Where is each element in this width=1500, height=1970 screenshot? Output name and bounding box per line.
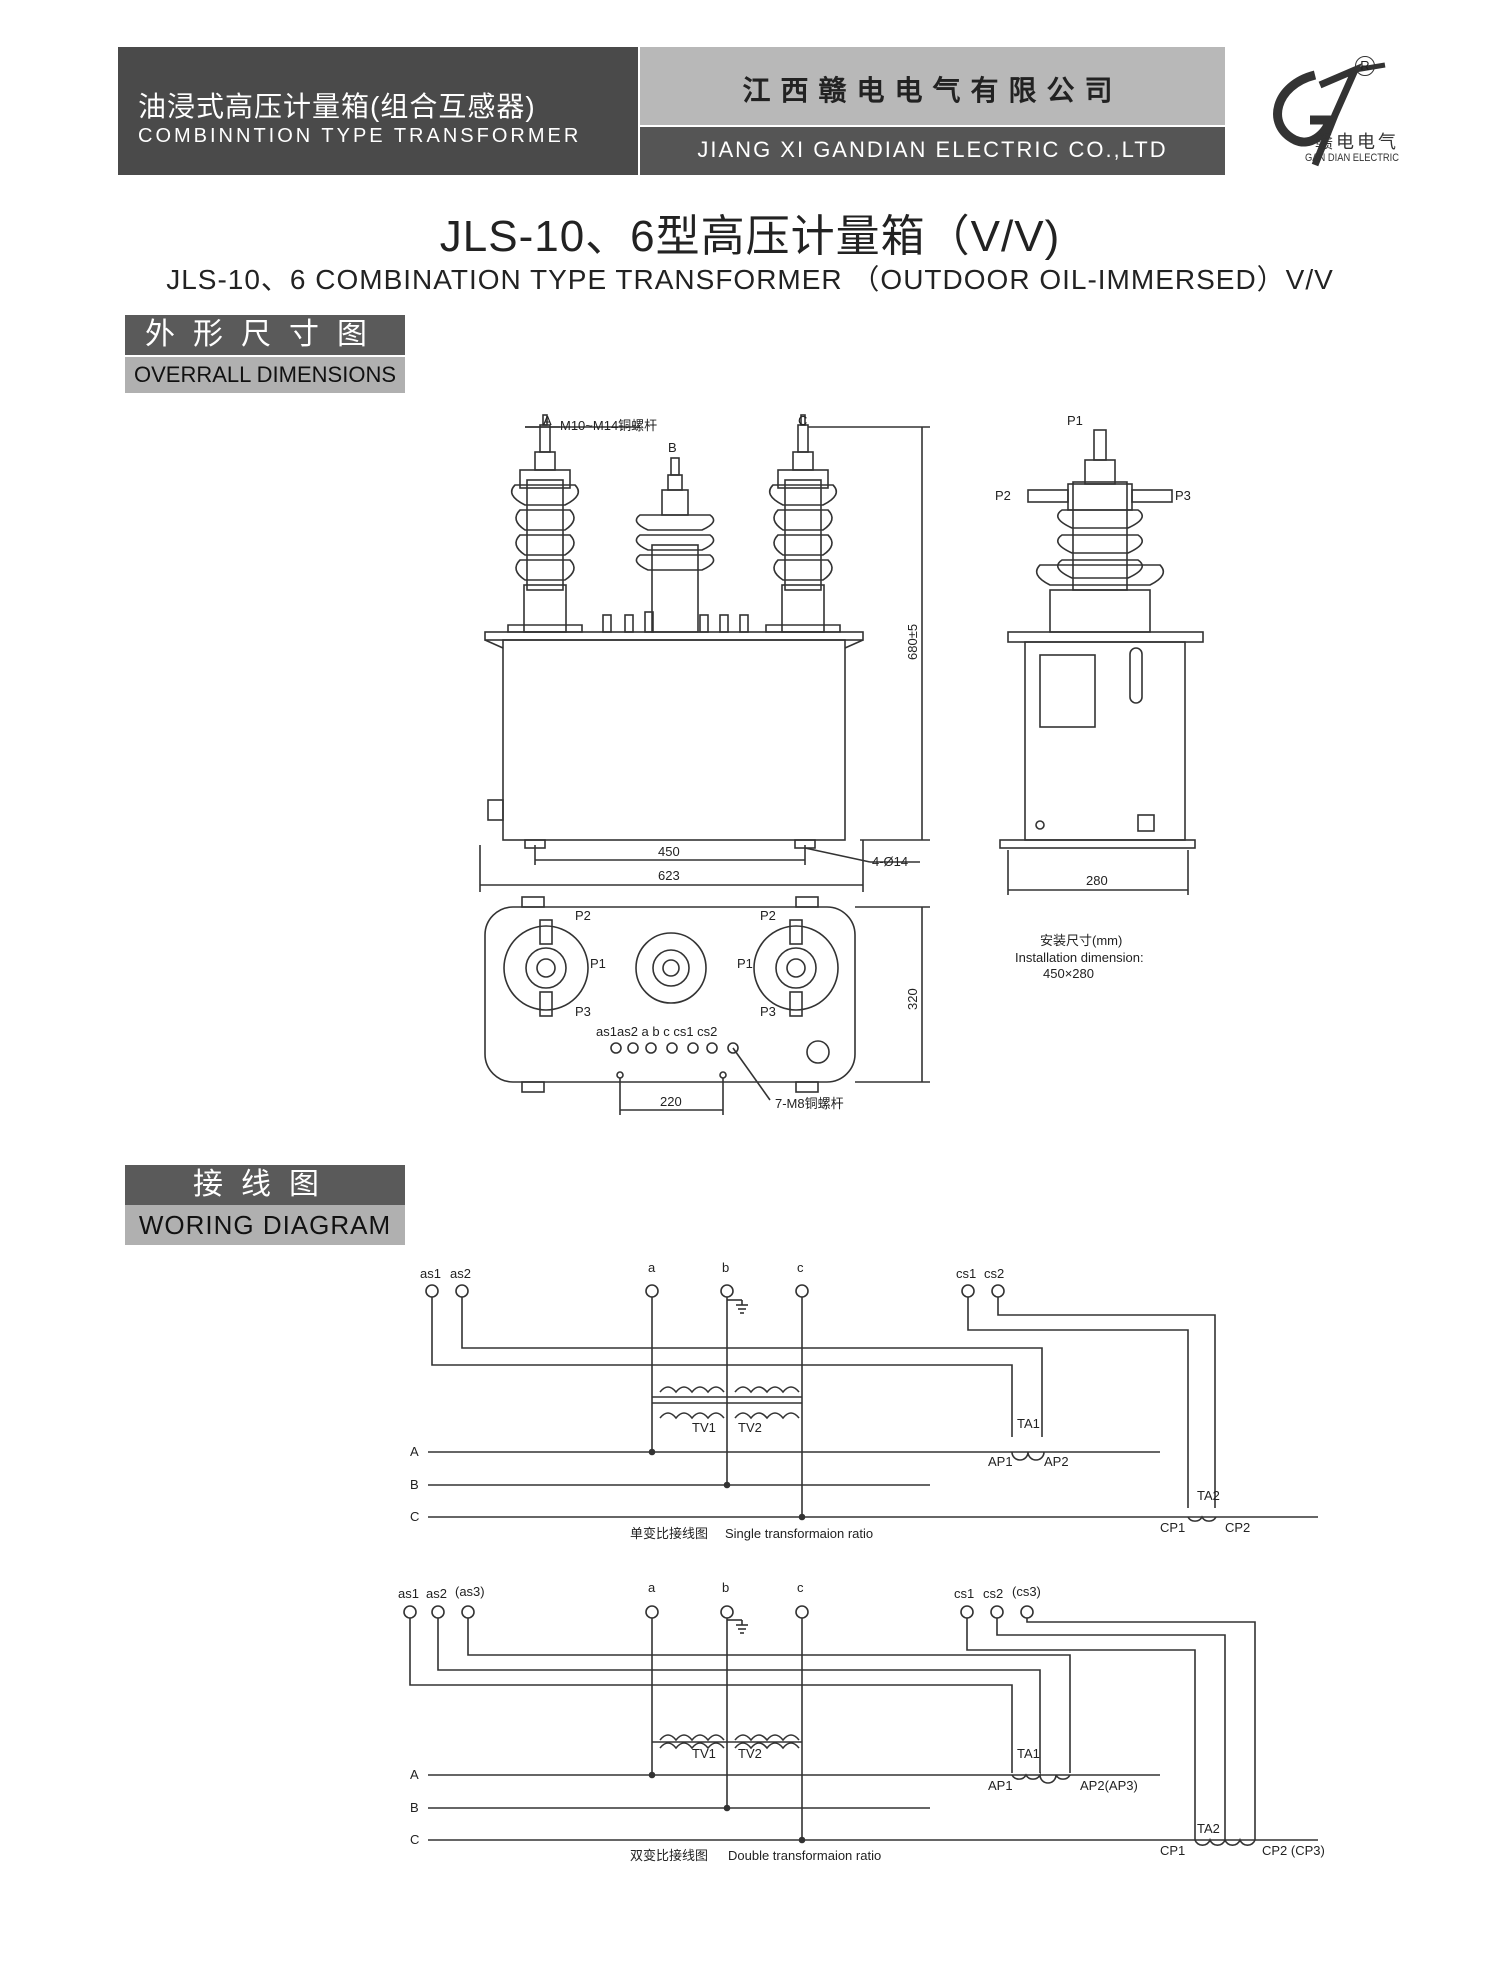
- double-CP1: CP1: [1160, 1843, 1185, 1858]
- double-as2: as2: [426, 1586, 447, 1601]
- page-title: JLS-10、6型高压计量箱（V/V): [439, 212, 1061, 261]
- label-height: 680±5: [905, 624, 920, 660]
- single-AP1: AP1: [988, 1454, 1013, 1469]
- single-AP2: AP2: [1044, 1454, 1069, 1469]
- company-name-en-banner: JIANG XI GANDIAN ELECTRIC CO.,LTD: [640, 127, 1225, 175]
- double-CP2: CP2 (CP3): [1262, 1843, 1325, 1858]
- single-caption-zh: 单变比接线图: [630, 1526, 708, 1541]
- label-450: 450: [658, 844, 680, 859]
- company-name-zh-banner: 江西赣电电气有限公司: [640, 47, 1225, 125]
- double-as1: as1: [398, 1586, 419, 1601]
- label-top-P3-right: P3: [760, 1004, 776, 1019]
- label-rod: M10~M14铜螺杆: [560, 418, 657, 433]
- label-top-P1-left: P1: [590, 956, 606, 971]
- label-320: 320: [905, 988, 920, 1010]
- double-TA1: TA1: [1017, 1746, 1040, 1761]
- label-holes: 4-Ø14: [872, 854, 908, 869]
- single-B: B: [410, 1477, 419, 1492]
- single-a: a: [648, 1260, 656, 1275]
- double-cs3: (cs3): [1012, 1584, 1041, 1599]
- label-side-P3: P3: [1175, 488, 1191, 503]
- double-TV1: TV1: [692, 1746, 716, 1761]
- single-c: c: [797, 1260, 804, 1275]
- single-TA2: TA2: [1197, 1488, 1220, 1503]
- single-TV2: TV2: [738, 1420, 762, 1435]
- single-caption-en: Single transformaion ratio: [725, 1526, 873, 1541]
- section-dimensions-zh: 外形尺寸图: [125, 315, 405, 355]
- double-AP2: AP2(AP3): [1080, 1778, 1138, 1793]
- label-top-P3-left: P3: [575, 1004, 591, 1019]
- header-product-banner: 油浸式高压计量箱(组合互感器) COMBINNTION TYPE TRANSFO…: [118, 47, 638, 175]
- double-TA2: TA2: [1197, 1821, 1220, 1836]
- double-A: A: [410, 1767, 419, 1782]
- label-bolts: 7-M8铜螺杆: [775, 1096, 844, 1111]
- double-cs2: cs2: [983, 1586, 1003, 1601]
- single-TA1: TA1: [1017, 1416, 1040, 1431]
- label-top-P2-right: P2: [760, 908, 776, 923]
- single-cs1: cs1: [956, 1266, 976, 1281]
- single-cs2: cs2: [984, 1266, 1004, 1281]
- label-B: B: [668, 440, 677, 455]
- double-C: C: [410, 1832, 419, 1847]
- single-as1: as1: [420, 1266, 441, 1281]
- single-as2: as2: [450, 1266, 471, 1281]
- label-side-P1: P1: [1067, 413, 1083, 428]
- double-caption-zh: 双变比接线图: [630, 1848, 708, 1863]
- double-a: a: [648, 1580, 656, 1595]
- label-A: A: [543, 413, 552, 428]
- label-terminals: as1as2 a b c cs1 cs2: [596, 1024, 717, 1039]
- section-dimensions-en: OVERRALL DIMENSIONS: [125, 357, 405, 393]
- double-c: c: [797, 1580, 804, 1595]
- double-caption-en: Double transformaion ratio: [728, 1848, 881, 1863]
- label-280: 280: [1086, 873, 1108, 888]
- label-623: 623: [658, 868, 680, 883]
- single-CP1: CP1: [1160, 1520, 1185, 1535]
- logo-text-zh: 赣电电气: [1315, 132, 1399, 152]
- install-label-zh: 安装尺寸(mm): [1040, 933, 1122, 948]
- single-C: C: [410, 1509, 419, 1524]
- single-b: b: [722, 1260, 729, 1275]
- single-CP2: CP2: [1225, 1520, 1250, 1535]
- double-B: B: [410, 1800, 419, 1815]
- logo-text-en: GAN DIAN ELECTRIC: [1305, 152, 1400, 164]
- double-TV2: TV2: [738, 1746, 762, 1761]
- registered-mark: R: [1355, 56, 1375, 76]
- install-label-en: Installation dimension:: [1015, 950, 1144, 965]
- single-A: A: [410, 1444, 419, 1459]
- page-subtitle: JLS-10、6 COMBINATION TYPE TRANSFORMER （O…: [166, 264, 1334, 295]
- company-name-en: JIANG XI GANDIAN ELECTRIC CO.,LTD: [697, 137, 1168, 162]
- product-name-zh: 油浸式高压计量箱(组合互感器): [138, 91, 536, 122]
- label-side-P2: P2: [995, 488, 1011, 503]
- label-top-P2-left: P2: [575, 908, 591, 923]
- label-C: C: [798, 413, 807, 428]
- double-AP1: AP1: [988, 1778, 1013, 1793]
- company-name-zh: 江西赣电电气有限公司: [742, 75, 1123, 106]
- wiring-single: [425, 1284, 1318, 1522]
- single-TV1: TV1: [692, 1420, 716, 1435]
- double-as3: (as3): [455, 1584, 485, 1599]
- label-top-P1-right: P1: [737, 956, 753, 971]
- double-cs1: cs1: [954, 1586, 974, 1601]
- label-220: 220: [660, 1094, 682, 1109]
- install-value: 450×280: [1043, 966, 1094, 981]
- double-b: b: [722, 1580, 729, 1595]
- section-wiring-zh: 接线图: [125, 1165, 405, 1205]
- wiring-double: [403, 1605, 1318, 1846]
- product-name-en: COMBINNTION TYPE TRANSFORMER: [138, 125, 582, 147]
- section-wiring-en: WORING DIAGRAM: [125, 1205, 405, 1245]
